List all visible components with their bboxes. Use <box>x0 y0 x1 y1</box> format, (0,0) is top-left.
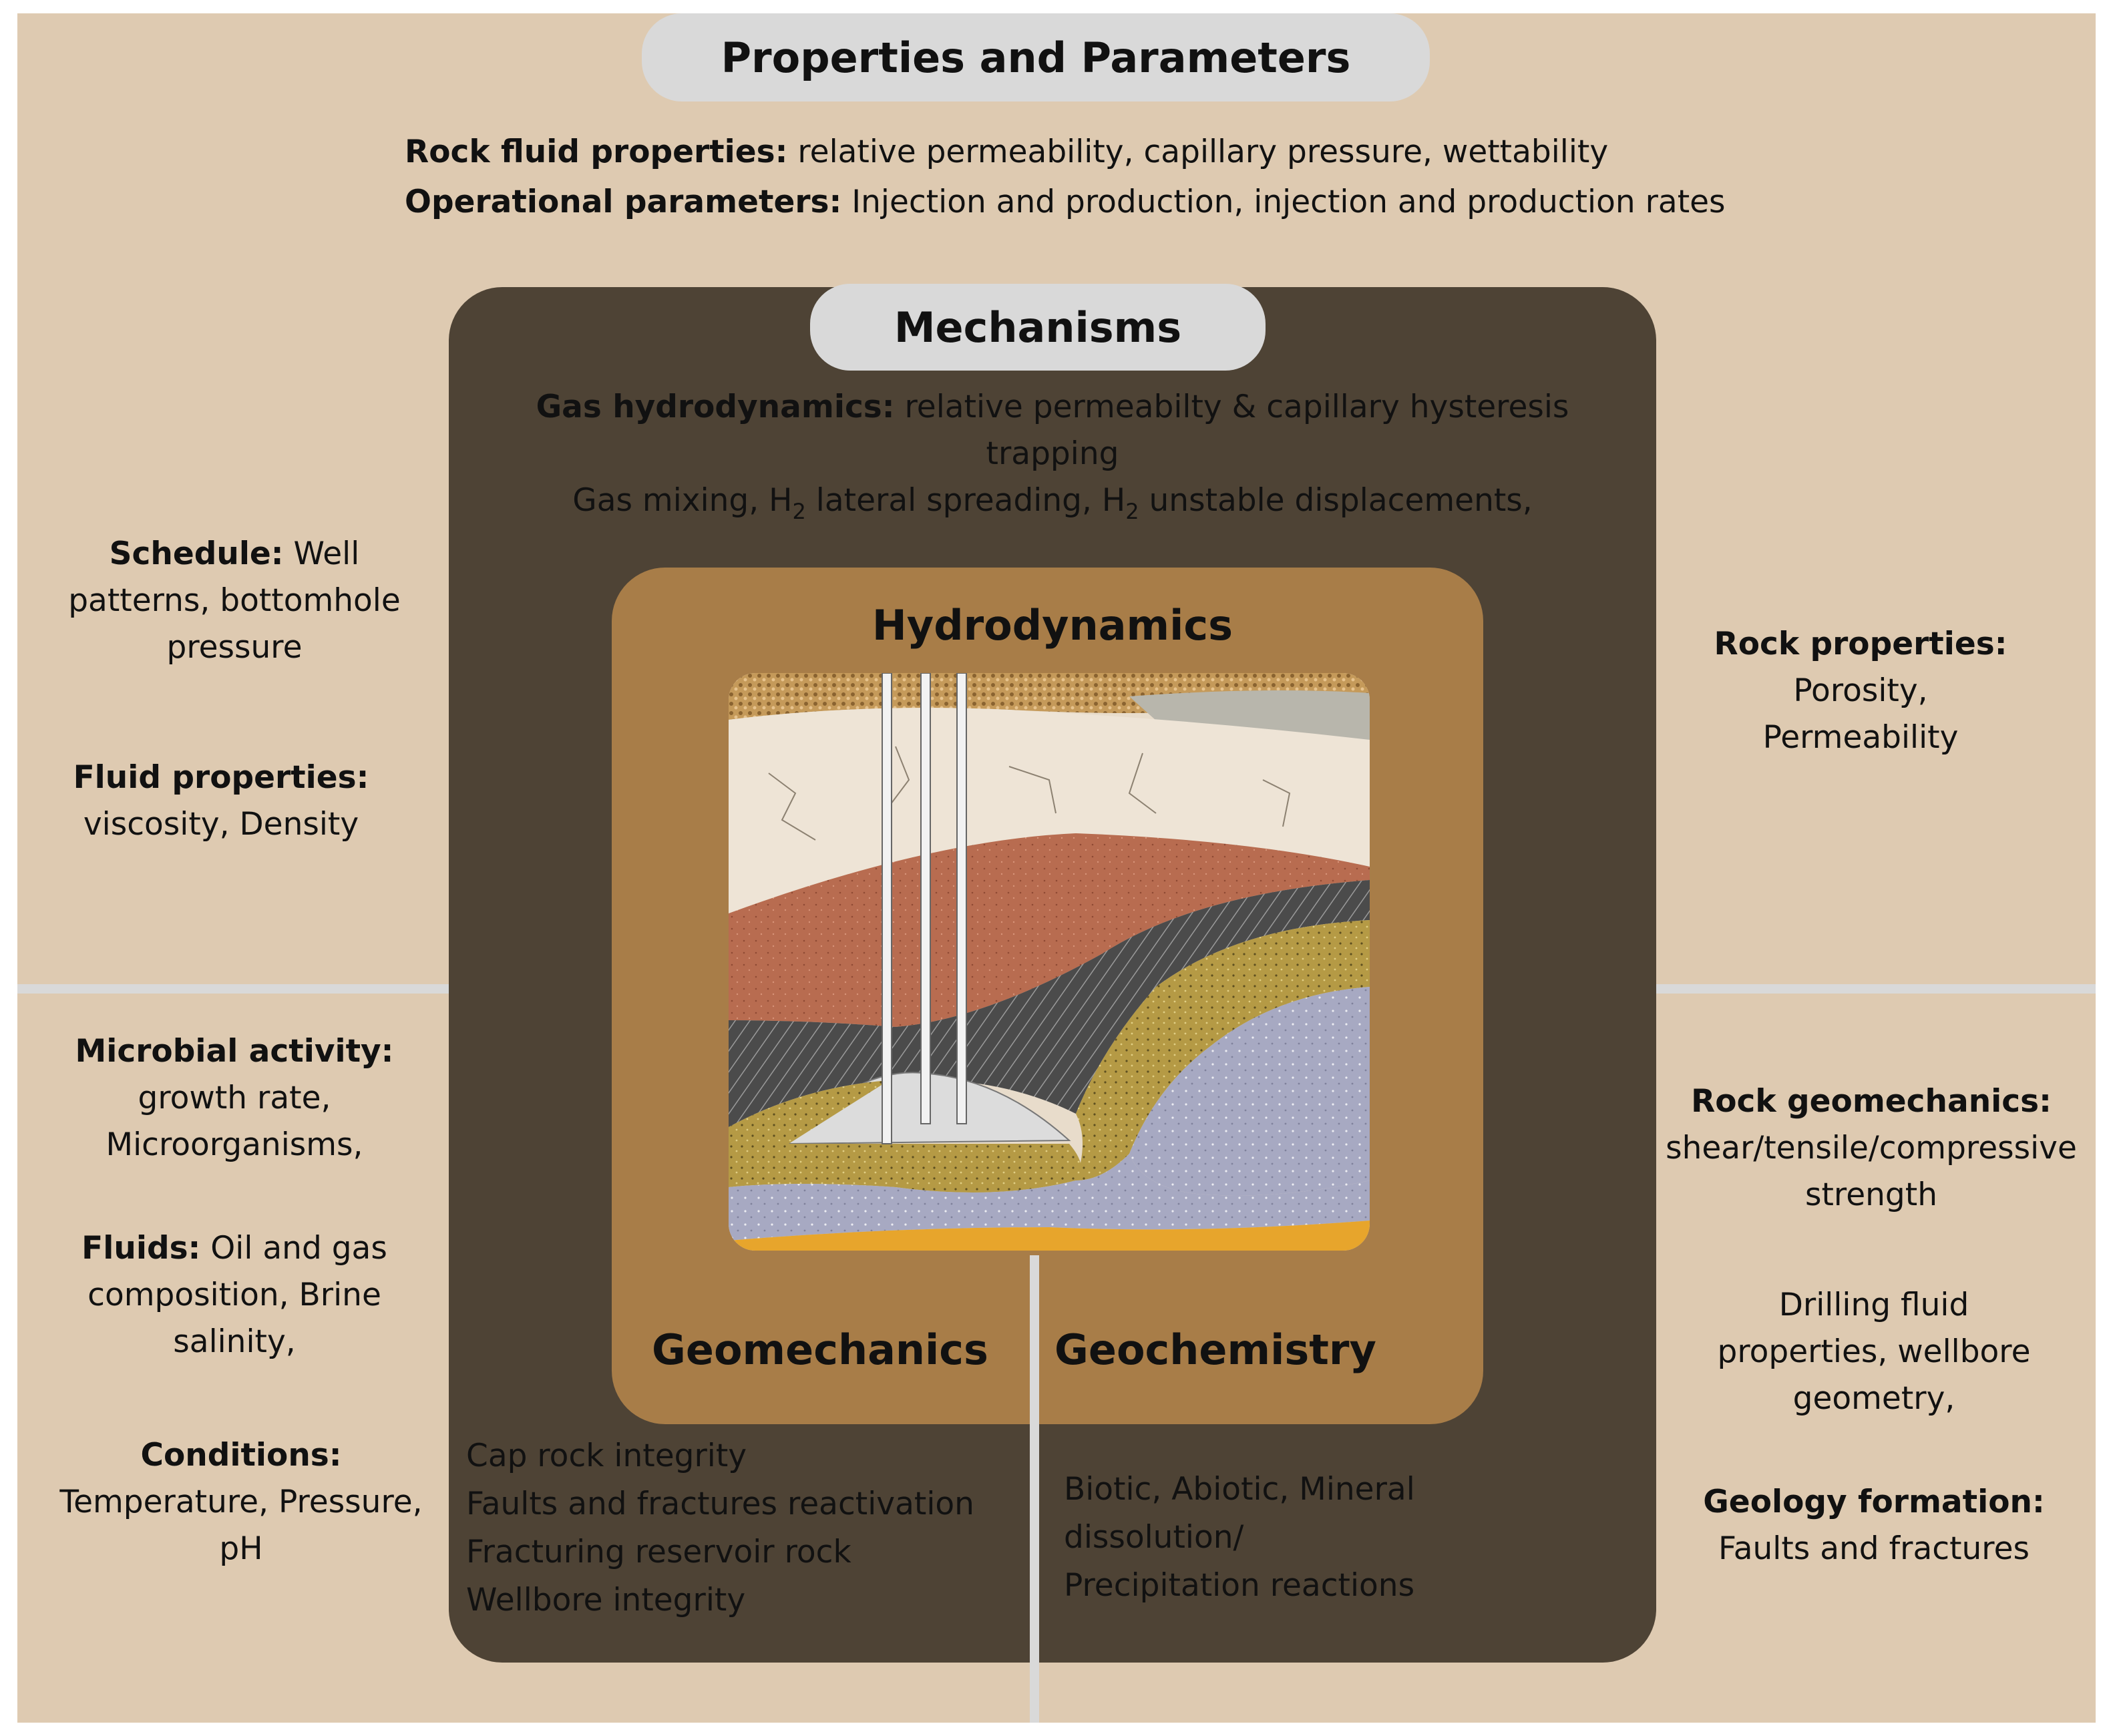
drilling-line-3: geometry, <box>1792 1380 1955 1417</box>
conditions-line-1: Temperature, Pressure, <box>59 1484 423 1520</box>
sand-layer-right <box>1076 920 1370 1180</box>
geology-formation-text: Faults and fractures <box>1718 1530 2030 1567</box>
list-item: Precipitation reactions <box>1064 1567 1415 1604</box>
operational-label: Operational parameters: <box>405 184 842 220</box>
gas-hydrodynamics-block: Gas hydrodynamics: relative permeabilty … <box>458 384 1647 535</box>
rock-fluid-properties: Rock fluid properties: relative permeabi… <box>405 134 1608 170</box>
drilling-fluid-block: Drilling fluid properties, wellbore geom… <box>1660 1282 2088 1422</box>
geochemistry-title: Geochemistry <box>1054 1325 1376 1374</box>
wells <box>882 673 967 1144</box>
conditions-block: Conditions: Temperature, Pressure, pH <box>24 1432 458 1572</box>
list-item: dissolution/ <box>1064 1519 1244 1556</box>
drilling-line-2: properties, wellbore <box>1717 1333 2031 1370</box>
fluids-line-2: composition, Brine <box>87 1277 381 1313</box>
list-item: Wellbore integrity <box>466 1582 746 1618</box>
rock-geomechanics-line-2: strength <box>1805 1176 1937 1213</box>
schedule-line-3: pressure <box>166 629 303 666</box>
geochemistry-list: Biotic, Abiotic, Mineral dissolution/ Pr… <box>1064 1466 1478 1610</box>
blue-layer-right <box>1129 987 1370 1196</box>
schedule-line-1: Schedule: Well <box>31 531 438 578</box>
rock-geomechanics-block: Rock geomechanics: shear/tensile/compres… <box>1647 1078 2096 1219</box>
geomechanics-title: Geomechanics <box>652 1325 988 1374</box>
fluids-block: Fluids: Oil and gas composition, Brine s… <box>31 1225 438 1365</box>
fluids-line-3: salinity, <box>173 1323 296 1360</box>
rock-properties-label: Rock properties: <box>1714 626 2007 662</box>
fluids-line-1: Fluids: Oil and gas <box>31 1225 438 1272</box>
rock-geomechanics-label: Rock geomechanics: <box>1691 1083 2052 1120</box>
rock-geomechanics-line-1: shear/tensile/compressive <box>1666 1130 2077 1166</box>
lateral-spreading-text: lateral spreading, H <box>805 482 1126 519</box>
gas-hydro-line-2: trapping <box>986 435 1119 472</box>
rock-fluid-text: relative permeability, capillary pressur… <box>787 134 1609 170</box>
reservoir-cross-section-svg <box>729 673 1370 1251</box>
gas-mixing-text: Gas mixing, H <box>572 482 793 519</box>
grey-cap-layer <box>1129 690 1370 746</box>
fluids-label: Fluids: <box>81 1230 201 1267</box>
microbial-activity-block: Microbial activity: growth rate, Microor… <box>17 1028 451 1168</box>
microbial-line-2: Microorganisms, <box>106 1126 363 1163</box>
operational-parameters: Operational parameters: Injection and pr… <box>405 184 1726 220</box>
microbial-line-1: growth rate, <box>138 1080 331 1116</box>
microbial-label: Microbial activity: <box>75 1033 394 1070</box>
conditions-line-2: pH <box>219 1530 263 1567</box>
schedule-block: Schedule: Well patterns, bottomhole pres… <box>31 531 438 671</box>
drilling-line-1: Drilling fluid <box>1778 1287 1969 1323</box>
schedule-line-2: patterns, bottomhole <box>68 582 401 619</box>
hydrodynamics-title: Hydrodynamics <box>872 601 1233 650</box>
schedule-label: Schedule: <box>109 535 284 572</box>
orange-base-layer <box>729 1221 1370 1251</box>
gas-hydro-line-3: Gas mixing, H2 lateral spreading, H2 uns… <box>458 477 1647 535</box>
mechanisms-title: Mechanisms <box>810 284 1266 371</box>
gas-hydro-line-1: Gas hydrodynamics: relative permeabilty … <box>458 384 1647 431</box>
unstable-displacements-text: unstable displacements, <box>1139 482 1533 519</box>
crack-lines <box>768 746 1291 841</box>
sand-layer-left <box>729 1080 1081 1192</box>
diagram-canvas: Properties and Parameters Rock fluid pro… <box>17 13 2096 1723</box>
schedule-text: Well <box>283 535 360 572</box>
operational-text: Injection and production, injection and … <box>841 184 1726 220</box>
list-item: Biotic, Abiotic, Mineral <box>1064 1471 1415 1508</box>
rock-properties-line-1: Porosity, <box>1793 672 1928 709</box>
geomechanics-list: Cap rock integrity Faults and fractures … <box>466 1432 1040 1624</box>
fluids-text: Oil and gas <box>200 1230 387 1267</box>
list-item: Fracturing reservoir rock <box>466 1534 851 1570</box>
subscript-2: 2 <box>1125 499 1139 524</box>
gas-hydro-text: relative permeabilty & capillary hystere… <box>894 389 1569 425</box>
vertical-divider <box>1030 1255 1039 1723</box>
rock-fluid-label: Rock fluid properties: <box>405 134 788 170</box>
fluid-properties-text: viscosity, Density <box>83 806 359 843</box>
rock-properties-block: Rock properties: Porosity, Permeability <box>1660 621 2061 761</box>
gas-hydro-label: Gas hydrodynamics: <box>536 389 895 425</box>
fluid-properties-label: Fluid properties: <box>73 759 369 796</box>
blue-layer-bottom <box>729 1154 1370 1241</box>
fluid-properties-block: Fluid properties: viscosity, Density <box>17 754 425 848</box>
rock-properties-line-2: Permeability <box>1762 719 1959 756</box>
list-item: Faults and fractures reactivation <box>466 1486 974 1522</box>
subscript-2: 2 <box>792 499 806 524</box>
reservoir-illustration <box>729 673 1370 1251</box>
list-item: Cap rock integrity <box>466 1438 747 1474</box>
conditions-label: Conditions: <box>140 1437 342 1474</box>
geology-formation-block: Geology formation: Faults and fractures <box>1660 1479 2088 1572</box>
geology-formation-label: Geology formation: <box>1703 1484 2045 1520</box>
page-title: Properties and Parameters <box>642 13 1430 101</box>
